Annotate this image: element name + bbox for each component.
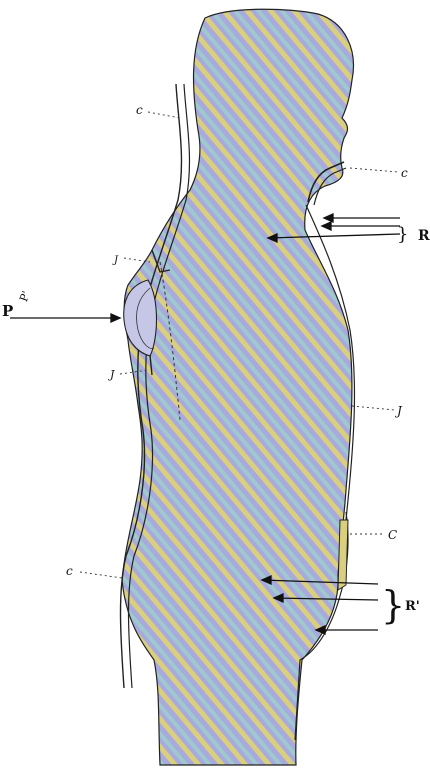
label-r-upper-brace: } xyxy=(397,224,408,245)
leader-j-front xyxy=(352,406,395,410)
label-p-small: P' xyxy=(17,289,33,303)
pad-lower-front xyxy=(338,520,348,590)
body-silhouette xyxy=(122,9,353,765)
label-c-lower-back: c xyxy=(66,564,73,578)
label-r-lower: R' xyxy=(405,599,420,614)
leader-c-neck-back xyxy=(148,112,180,118)
leader-c-lower-back xyxy=(80,572,122,578)
label-r-lower-brace: } xyxy=(381,583,405,627)
label-c-neck-back: c xyxy=(136,103,143,117)
leader-c-neck-front xyxy=(350,168,398,172)
label-r-upper: R xyxy=(418,228,430,244)
label-p-main: P xyxy=(2,302,13,320)
label-j-lower-back: J xyxy=(108,368,115,381)
label-j-front: J xyxy=(394,404,403,418)
label-j-upper-back: J xyxy=(112,255,119,266)
label-c-lower-front: C xyxy=(388,528,397,542)
label-c-neck-front: c xyxy=(401,166,408,180)
